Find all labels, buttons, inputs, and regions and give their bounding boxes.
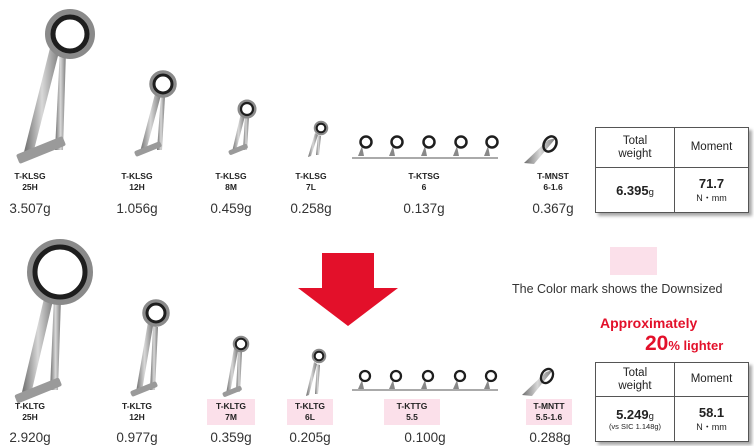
- guide-weight: 0.367g: [532, 201, 574, 216]
- total-weight-note: (vs SIC 1.148g): [608, 422, 662, 431]
- guide-t-mnst-image: [524, 135, 558, 164]
- guide-weight: 2.920g: [9, 430, 51, 445]
- guide-t-ktsg-6-image: [352, 135, 499, 159]
- total-weight-value: 6.395g: [595, 167, 675, 213]
- guide-weight: 0.977g: [116, 430, 158, 445]
- guide-t-kltg-25h-image: [14, 239, 93, 404]
- moment-header: Moment: [674, 362, 749, 397]
- guide-t-kltg-6l-image: [306, 348, 327, 396]
- approximately-label: Approximately: [600, 315, 698, 331]
- guide-weight: 0.137g: [403, 201, 445, 216]
- total-weight-value: 5.249g(vs SIC 1.148g): [595, 396, 675, 442]
- guide-t-klsg-12h-image: [134, 70, 177, 157]
- guide-weight: 0.205g: [289, 430, 331, 445]
- guide-weight: 0.100g: [404, 430, 446, 445]
- guide-weight: 0.359g: [210, 430, 252, 445]
- guide-weight: 0.288g: [529, 430, 571, 445]
- guide-weight: 1.056g: [116, 201, 158, 216]
- guide-t-kttg-5-5-image: [352, 369, 498, 391]
- guide-t-mntt-image: [522, 367, 555, 396]
- moment-header: Moment: [674, 127, 749, 168]
- downsized-color-swatch: [610, 247, 657, 275]
- guide-t-kltg-7m-image: [222, 335, 250, 397]
- guide-t-klsg-25h-image: [16, 9, 95, 164]
- guide-weight: 3.507g: [9, 201, 51, 216]
- guide-weight: 0.258g: [290, 201, 332, 216]
- guide-t-klsg-8m-image: [228, 99, 257, 155]
- legend-text: The Color mark shows the Downsized: [512, 282, 723, 296]
- percent-lighter-label: 20% lighter: [645, 332, 724, 355]
- guide-weight: 0.459g: [210, 201, 252, 216]
- guide-t-klsg-7l-image: [308, 120, 329, 157]
- guide-t-kltg-12h-image: [130, 299, 170, 397]
- down-arrow-icon: [298, 253, 398, 326]
